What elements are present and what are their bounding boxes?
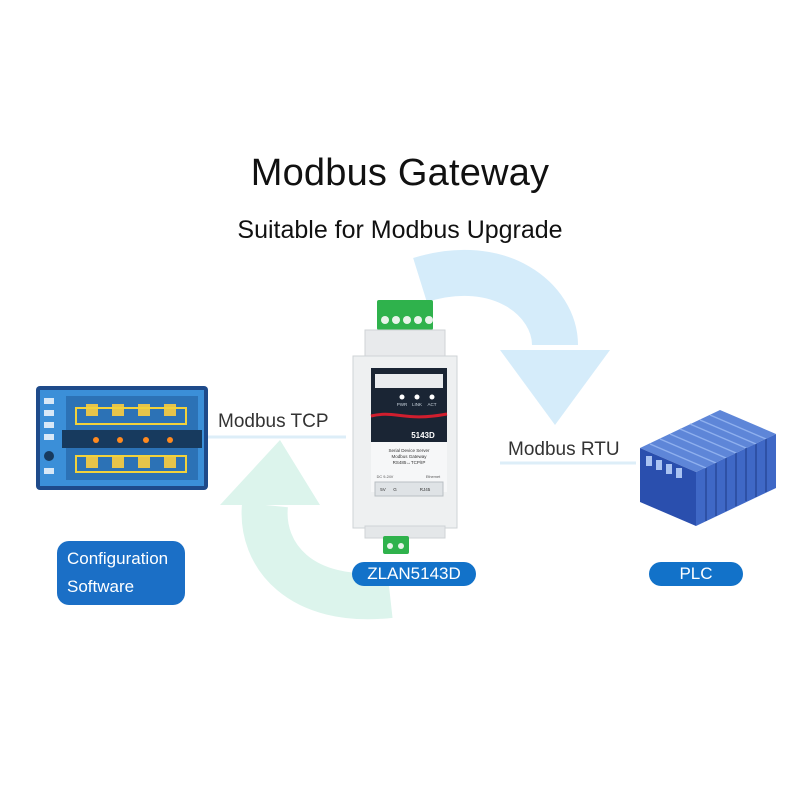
modbus-tcp-label: Modbus TCP (218, 411, 329, 432)
modbus-rtu-label: Modbus RTU (508, 439, 620, 460)
panel-ethernet-text: Ethernet (426, 475, 441, 479)
port-g-label: G (393, 487, 397, 492)
arrowhead-right (500, 350, 610, 425)
din-rail-gateway-icon: PWR LINK ACT 5143D Serial Device Server … (352, 300, 458, 554)
panel-text-1: Serial Device Server (388, 448, 430, 453)
config-software-label: Configuration Software (57, 541, 185, 605)
plc-label: PLC (649, 562, 743, 586)
arrowhead-left (220, 440, 320, 505)
arc-arrow-left (241, 502, 393, 620)
port-5v-label: 5V (380, 487, 386, 492)
led-pwr-label: PWR (397, 402, 408, 407)
arc-arrow-right (413, 249, 578, 347)
config-software-line1: Configuration (67, 549, 169, 568)
plc-rack-icon (640, 410, 776, 526)
monitor-screen-icon (36, 386, 208, 490)
page-subtitle: Suitable for Modbus Upgrade (237, 216, 563, 244)
config-software-line2: Software (67, 577, 135, 596)
panel-power-text: DC 9-24V (377, 475, 394, 479)
panel-text-2: Modbus Gateway (391, 454, 427, 459)
page-title: Modbus Gateway (250, 152, 550, 194)
device-name-label: ZLAN5143D (352, 562, 476, 586)
led-link-label: LINK (412, 402, 422, 407)
port-rj45-label: RJ45 (420, 487, 431, 492)
model-badge: 5143D (411, 431, 435, 440)
led-act-label: ACT (428, 402, 437, 407)
panel-text-3: RS485↔TCP/IP (393, 460, 426, 465)
